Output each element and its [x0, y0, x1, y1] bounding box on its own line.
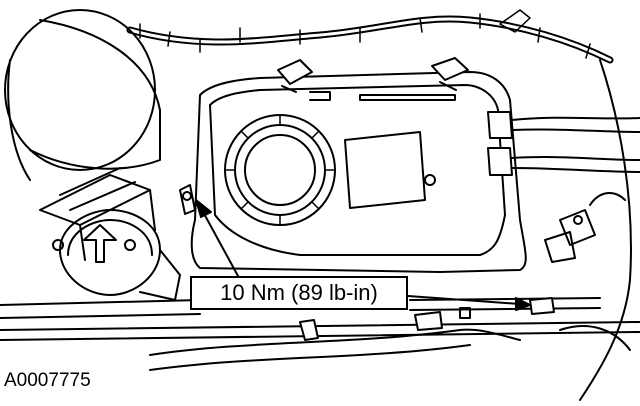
fuel-tank: [190, 71, 527, 273]
retaining-clips: [277, 57, 469, 93]
lock-ring: [224, 114, 336, 226]
fuel-line-connectors: [487, 111, 640, 176]
sensor-connector: [544, 192, 626, 263]
bracket: [39, 167, 156, 261]
torque-callout: 10 Nm (89 lb-in): [190, 276, 408, 310]
wiring-harness: [126, 9, 614, 64]
leader-arrows: [195, 199, 531, 311]
access-plate: [344, 131, 436, 209]
figure-id: A0007775: [4, 370, 91, 391]
fuel-pump-module: [52, 209, 181, 301]
side-panel: [559, 59, 632, 401]
canister: [4, 9, 161, 181]
torque-label: 10 Nm (89 lb-in): [220, 280, 378, 305]
strap-bolt: [179, 184, 196, 215]
frame-rails: [0, 297, 640, 371]
